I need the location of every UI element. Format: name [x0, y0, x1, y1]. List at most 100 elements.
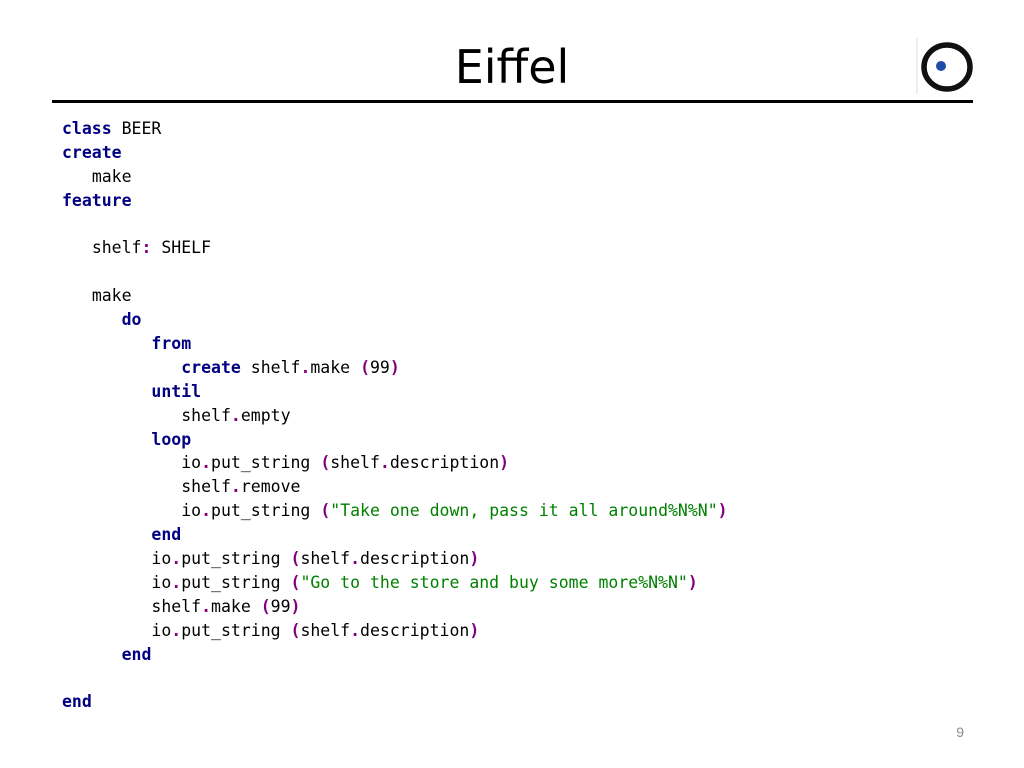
code-identifier: shelf [181, 477, 231, 497]
eiffel-logo-icon [916, 38, 973, 94]
code-indent [251, 597, 261, 616]
code-identifier: remove [240, 477, 301, 497]
code-keyword: create [181, 357, 241, 377]
code-punctuation: . [171, 549, 182, 569]
code-indent [62, 621, 151, 640]
code-punctuation: ( [360, 357, 370, 377]
code-line: class BEER [62, 117, 728, 141]
code-indent [281, 621, 291, 640]
code-line [62, 213, 728, 237]
code-identifier: make [310, 357, 351, 377]
code-indent [62, 501, 181, 520]
code-indent [62, 310, 122, 329]
code-keyword: create [62, 142, 122, 162]
code-indent [112, 119, 122, 138]
code-identifier: put_string [181, 572, 281, 592]
code-identifier: put_string [211, 501, 311, 521]
code-line: io.put_string (shelf.description) [62, 619, 728, 643]
code-line [62, 260, 728, 284]
code-punctuation: . [350, 549, 361, 569]
code-identifier: make [91, 286, 132, 306]
code-identifier: io [151, 572, 172, 592]
code-identifier: put_string [211, 453, 311, 473]
code-keyword: end [121, 644, 152, 664]
code-line: io.put_string (shelf.description) [62, 451, 728, 475]
code-identifier: make [91, 166, 132, 186]
code-indent [62, 645, 122, 664]
code-indent [62, 477, 181, 496]
code-line: io.put_string (shelf.description) [62, 547, 728, 571]
code-line: end [62, 690, 728, 714]
code-number: 99 [270, 596, 291, 616]
code-indent [62, 334, 151, 353]
code-punctuation: ) [290, 596, 301, 616]
code-keyword: do [121, 310, 142, 330]
code-keyword: end [151, 525, 182, 545]
code-line: end [62, 523, 728, 547]
code-identifier: io [181, 501, 202, 521]
code-identifier: description [360, 620, 470, 640]
code-punctuation: ( [320, 453, 331, 473]
code-identifier: io [181, 453, 202, 473]
code-punctuation: . [171, 620, 182, 640]
code-number: 99 [370, 357, 390, 377]
code-punctuation: ) [499, 453, 510, 473]
code-punctuation: ( [290, 572, 301, 592]
code-indent [350, 358, 360, 377]
code-punctuation: ( [260, 596, 271, 616]
code-indent [310, 501, 320, 520]
slide-title: Eiffel [454, 40, 570, 94]
code-punctuation: ) [469, 549, 480, 569]
code-punctuation: . [379, 453, 390, 473]
code-indent [151, 238, 161, 257]
code-identifier: io [151, 620, 172, 640]
code-indent [62, 358, 181, 377]
code-punctuation: . [350, 620, 361, 640]
code-line: shelf.make (99) [62, 595, 728, 619]
code-indent [62, 549, 151, 568]
code-line: shelf: SHELF [62, 236, 728, 260]
code-indent [62, 382, 151, 401]
code-identifier: description [360, 549, 470, 569]
code-string: "Go to the store and buy some more%N%N" [300, 572, 688, 592]
code-identifier: shelf [91, 238, 142, 258]
code-indent [62, 453, 181, 472]
code-punctuation: . [171, 572, 182, 592]
code-line: shelf.remove [62, 475, 728, 499]
code-keyword: feature [62, 190, 132, 210]
code-identifier: put_string [181, 620, 281, 640]
code-punctuation: ( [290, 549, 301, 569]
code-keyword: loop [151, 429, 192, 449]
code-keyword: class [62, 119, 112, 138]
code-identifier: shelf [330, 453, 380, 473]
code-indent [62, 167, 92, 186]
code-identifier: description [389, 453, 500, 473]
code-identifier: shelf [300, 620, 351, 640]
title-divider [52, 100, 973, 103]
code-punctuation: . [300, 357, 311, 377]
code-indent [241, 358, 251, 377]
code-line: do [62, 308, 728, 332]
code-indent [62, 573, 151, 592]
code-punctuation: ) [717, 501, 728, 521]
page-number: 9 [956, 724, 964, 740]
code-identifier: empty [240, 405, 291, 425]
code-indent [62, 238, 92, 257]
code-string: "Take one down, pass it all around%N%N" [330, 501, 718, 521]
code-line: end [62, 643, 728, 667]
code-punctuation: ( [290, 620, 301, 640]
code-keyword: until [151, 381, 202, 401]
code-indent [62, 286, 92, 305]
code-punctuation: . [230, 405, 241, 425]
code-identifier: put_string [181, 549, 281, 569]
code-indent [281, 573, 291, 592]
code-punctuation: ) [389, 357, 400, 377]
code-identifier: make [211, 596, 251, 616]
code-line: loop [62, 428, 728, 452]
code-punctuation: . [201, 596, 212, 616]
code-line: create [62, 141, 728, 165]
code-line [62, 666, 728, 690]
code-keyword: from [151, 334, 192, 354]
code-punctuation: . [230, 477, 241, 497]
